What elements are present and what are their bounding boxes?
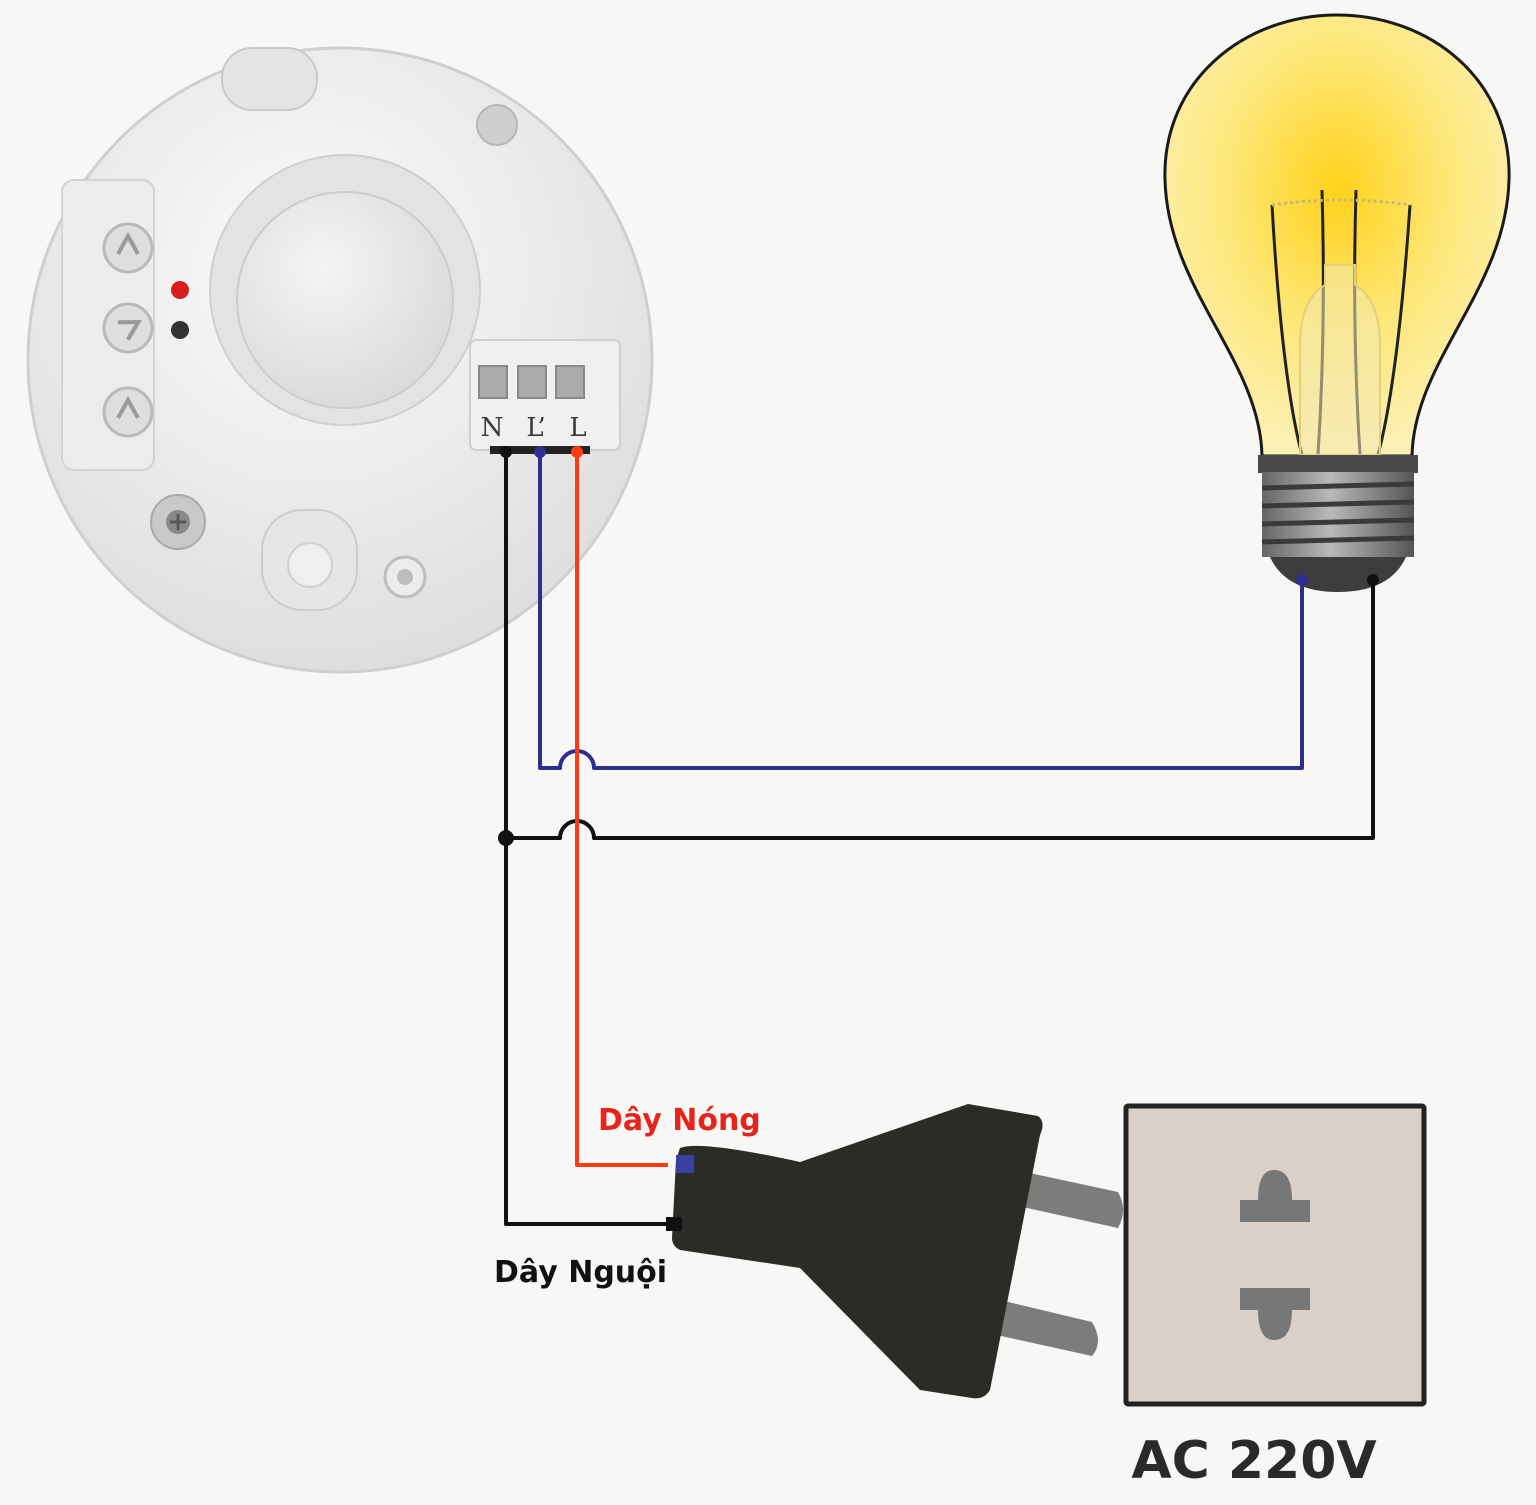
screw-hole-top — [476, 104, 518, 146]
knob-time — [102, 302, 154, 354]
wiring — [504, 452, 1375, 1226]
neutral-wire-to-plug — [504, 838, 668, 1226]
plug-prong-bottom — [992, 1300, 1098, 1356]
plug-body — [672, 1104, 1043, 1399]
knob-range — [102, 222, 154, 274]
power-plug — [666, 1104, 1123, 1399]
plug-terminal-neutral — [666, 1217, 682, 1231]
terminal-l — [555, 365, 585, 399]
neutral-wire-label: Dây Nguội — [494, 1255, 667, 1290]
mounting-lug — [221, 47, 318, 111]
plug-prong-top — [1018, 1172, 1123, 1228]
sensor-dome — [236, 191, 454, 409]
plug-terminal-hot — [676, 1155, 694, 1173]
terminal-label-n: N — [481, 413, 504, 443]
bulb-collar — [1258, 455, 1418, 473]
voltage-label: AC 220V — [1131, 1431, 1376, 1491]
junction-dot — [498, 830, 514, 846]
terminal-label-l: L — [569, 413, 586, 443]
socket-hole-top — [1240, 1170, 1310, 1222]
light-sensor-icon — [171, 321, 189, 339]
bulb-base — [1261, 472, 1415, 592]
load-wire — [538, 452, 1304, 770]
bulb-stem — [1299, 264, 1381, 456]
bulb-glass — [1163, 13, 1511, 458]
terminal-l-prime — [517, 365, 547, 399]
hot-wire-label: Dây Nóng — [598, 1103, 761, 1138]
knob-lux — [102, 386, 154, 438]
indicator-led-icon — [171, 281, 189, 299]
terminal-label-l-prime: L’ — [526, 413, 545, 443]
socket-face — [1123, 1103, 1427, 1407]
neutral-wire-to-bulb — [504, 452, 1375, 840]
wall-socket — [1123, 1103, 1427, 1407]
light-bulb — [1163, 13, 1511, 592]
socket-hole-bottom — [1240, 1288, 1310, 1340]
hot-wire — [575, 452, 668, 1167]
terminal-n — [478, 365, 508, 399]
motion-sensor: N L’ L — [26, 46, 654, 674]
